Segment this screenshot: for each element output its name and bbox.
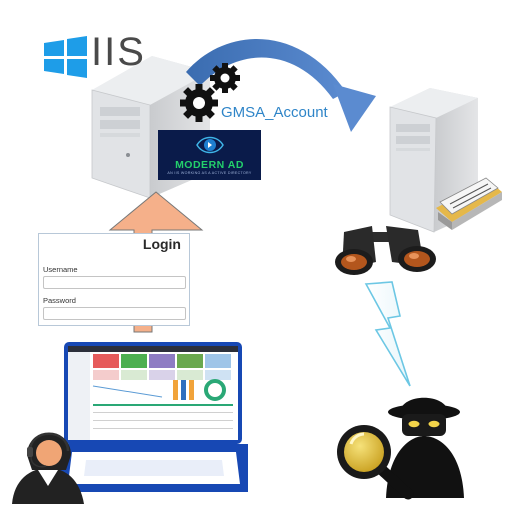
password-input[interactable]	[43, 307, 186, 320]
lightning-bolt-icon	[364, 281, 411, 387]
gmsa-account-label: GMSA_Account	[221, 104, 328, 121]
binoculars-icon	[335, 226, 436, 275]
login-card: Login Username Password	[38, 233, 190, 326]
target-server-icon	[389, 88, 478, 233]
eye-logo-icon	[196, 136, 224, 154]
magnifier-icon	[337, 425, 414, 500]
dashboard-screenshot	[68, 346, 238, 440]
password-label: Password	[43, 296, 76, 305]
file-tray-icon	[436, 177, 502, 230]
support-agent-icon	[12, 432, 84, 504]
gears-icon	[180, 63, 240, 122]
windows-logo-icon	[44, 36, 87, 78]
spy-icon	[386, 397, 464, 498]
flow-arrow	[186, 38, 376, 132]
login-title: Login	[142, 236, 181, 252]
modern-ad-title: MODERN AD	[175, 159, 244, 171]
username-label: Username	[43, 265, 78, 274]
iis-logo-text: IIS	[91, 30, 146, 74]
username-input[interactable]	[43, 276, 186, 289]
modern-ad-logo: MODERN AD AN IIS WORKING AS A ACTIVE DIR…	[158, 130, 261, 180]
modern-ad-subtitle: AN IIS WORKING AS A ACTIVE DIRECTORY	[167, 171, 252, 175]
